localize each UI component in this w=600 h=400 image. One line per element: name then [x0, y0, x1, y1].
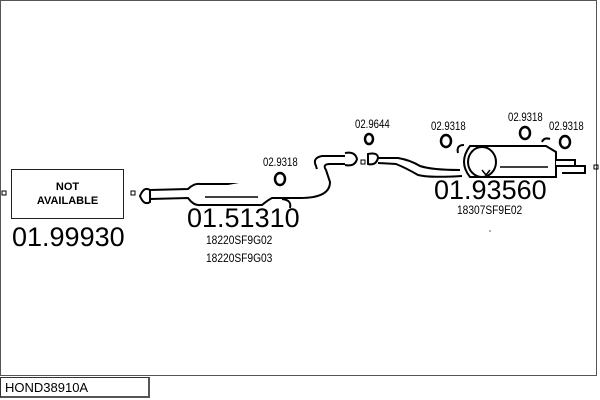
diagram-frame: [0, 0, 597, 376]
middle-oem-ref-1: 18220SF9G02: [206, 233, 273, 247]
rear-hanger-3-part-number[interactable]: 02.9318: [549, 119, 584, 133]
middle-oem-ref-2: 18220SF9G03: [206, 251, 273, 265]
rear-oem-ref-1: 18307SF9E02: [457, 203, 523, 217]
middle-hanger-part-number[interactable]: 02.9318: [263, 155, 298, 169]
connector-right: [593, 164, 599, 170]
front-pipe-not-available: NOT AVAILABLE: [11, 169, 124, 219]
middle-silencer-part-number[interactable]: 01.51310: [187, 203, 300, 233]
flange-mid-1: [344, 151, 359, 167]
status-line-2: AVAILABLE: [36, 195, 99, 207]
gasket-icon: [363, 132, 375, 146]
rear-hanger-1-part-number[interactable]: 02.9318: [431, 119, 466, 133]
middle-silencer: [149, 155, 345, 209]
front-pipe-part-number[interactable]: 01.99930: [12, 222, 125, 252]
rear-hanger-2-part-number[interactable]: 02.9318: [508, 110, 543, 124]
connector-front: [130, 190, 136, 196]
diagram-code: HOND38910A: [0, 377, 150, 398]
gasket-part-number[interactable]: 02.9644: [355, 117, 390, 131]
hanger-icons: [273, 125, 572, 187]
connector-mid: [360, 159, 366, 165]
status-line-1: NOT: [55, 181, 80, 193]
flange-front: [138, 187, 151, 205]
connector-left: [1, 190, 7, 196]
flange-mid-2: [367, 152, 380, 166]
rear-silencer: [377, 137, 586, 178]
rear-silencer-part-number[interactable]: 01.93560: [434, 175, 547, 205]
